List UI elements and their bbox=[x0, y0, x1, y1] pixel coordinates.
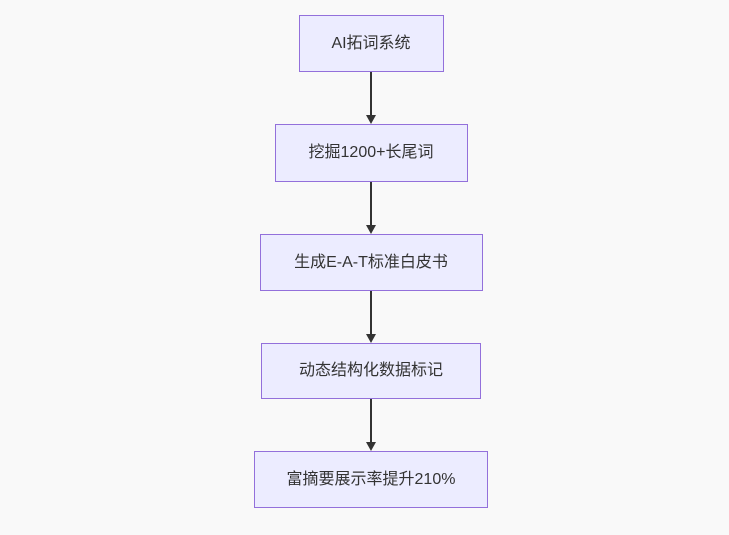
flow-node-label: 富摘要展示率提升210% bbox=[286, 470, 456, 488]
flow-node-rich-snippet-result: 富摘要展示率提升210% bbox=[254, 451, 488, 508]
arrow-line bbox=[370, 72, 372, 116]
flow-edge-4 bbox=[366, 399, 376, 451]
arrowhead-down-icon bbox=[366, 225, 376, 234]
flow-node-label: 挖掘1200+长尾词 bbox=[308, 144, 434, 161]
flow-node-eat-whitepaper: 生成E-A-T标准白皮书 bbox=[259, 234, 483, 291]
flow-edge-2 bbox=[366, 182, 376, 234]
arrowhead-down-icon bbox=[366, 115, 376, 124]
flow-edge-3 bbox=[366, 291, 376, 343]
flow-node-structured-data-markup: 动态结构化数据标记 bbox=[261, 343, 481, 399]
arrow-line bbox=[370, 291, 372, 335]
arrowhead-down-icon bbox=[366, 334, 376, 343]
flowchart-column: AI拓词系统 挖掘1200+长尾词 生成E-A-T标准白皮书 动态结构化数据标记 bbox=[254, 15, 488, 508]
flow-node-ai-word-system: AI拓词系统 bbox=[298, 15, 444, 72]
arrowhead-down-icon bbox=[366, 442, 376, 451]
flow-node-label: 动态结构化数据标记 bbox=[298, 362, 443, 379]
flow-node-label: AI拓词系统 bbox=[331, 34, 411, 52]
flow-node-longtail-mining: 挖掘1200+长尾词 bbox=[274, 124, 468, 182]
arrow-line bbox=[370, 399, 372, 443]
flow-node-label: 生成E-A-T标准白皮书 bbox=[294, 253, 448, 271]
arrow-line bbox=[370, 182, 372, 226]
flow-edge-1 bbox=[366, 72, 376, 124]
